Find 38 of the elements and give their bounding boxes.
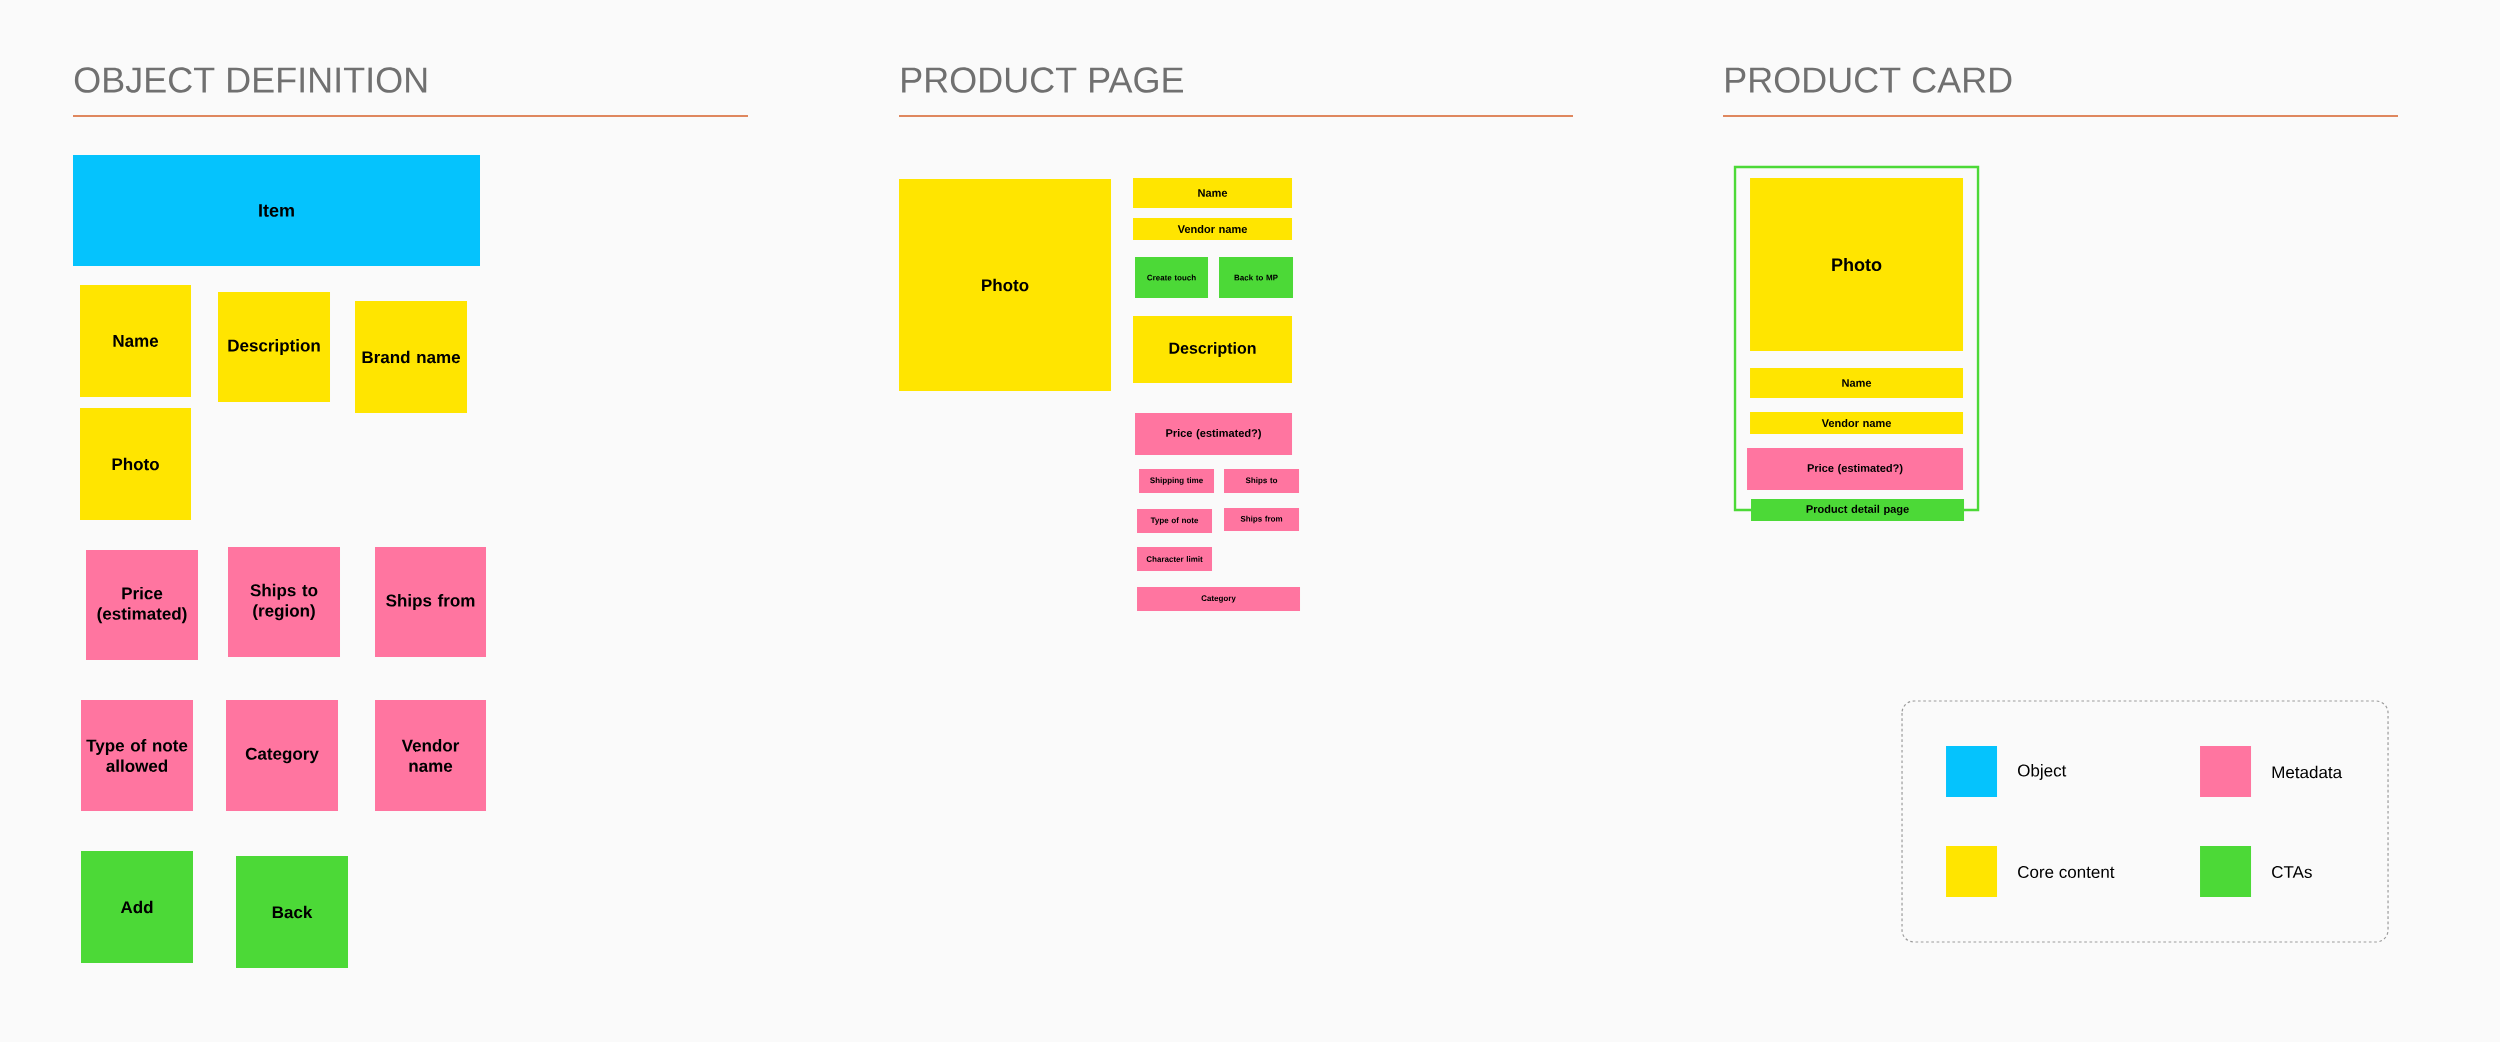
content-sticky-note: Vendor name — [1133, 218, 1292, 240]
section-heading: OBJECT DEFINITION — [74, 67, 427, 93]
legend-label: CTAs — [2272, 866, 2312, 879]
cta-sticky-note: Back to MP — [1219, 257, 1293, 298]
content-sticky-note: Photo — [80, 408, 191, 520]
content-sticky-note: Name — [80, 285, 191, 397]
metadata-sticky-note: Ships from — [375, 547, 486, 657]
section-heading: PRODUCT CARD — [1726, 67, 2012, 93]
metadata-sticky-note: Ships to — [1224, 469, 1299, 493]
metadata-sticky-note: Category — [226, 700, 338, 811]
content-sticky-note: Brand name — [355, 301, 467, 413]
content-sticky-note: Description — [218, 292, 330, 402]
cta-sticky-note: Add — [81, 851, 193, 963]
cta-sticky-note: Create touch — [1135, 257, 1208, 298]
legend-label: Core content — [2018, 866, 2115, 879]
metadata-sticky-note: Price (estimated?) — [1135, 413, 1292, 455]
content-sticky-note: Description — [1133, 316, 1292, 383]
metadata-sticky-note: Character limit — [1137, 547, 1212, 571]
metadata-sticky-note: Vendor name — [375, 700, 486, 811]
metadata-sticky-note: Category — [1137, 587, 1300, 611]
metadata-sticky-note: Price (estimated) — [86, 550, 198, 660]
legend-label: Object — [2018, 764, 2067, 780]
metadata-sticky-note: Shipping time — [1139, 469, 1214, 493]
section-heading: PRODUCT PAGE — [902, 67, 1183, 93]
content-sticky-note: Vendor name — [1750, 412, 1964, 434]
content-sticky-note: Photo — [1750, 178, 1964, 351]
metadata-sticky-note: Type of note allowed — [81, 700, 193, 811]
metadata-sticky-note: Ships to (region) — [228, 547, 340, 657]
content-sticky-note: Name — [1750, 368, 1964, 398]
cta-sticky-note: Back — [236, 856, 348, 968]
legend-label: Metadata — [2272, 765, 2343, 779]
metadata-sticky-note: Type of note — [1137, 509, 1212, 533]
metadata-sticky-note: Price (estimated?) — [1747, 448, 1964, 490]
content-sticky-note: Photo — [899, 179, 1111, 391]
content-sticky-note: Name — [1133, 178, 1292, 208]
object-sticky-note: Item — [73, 155, 480, 266]
metadata-sticky-note: Ships from — [1224, 508, 1299, 531]
cta-sticky-note: Product detail page — [1751, 499, 1965, 521]
